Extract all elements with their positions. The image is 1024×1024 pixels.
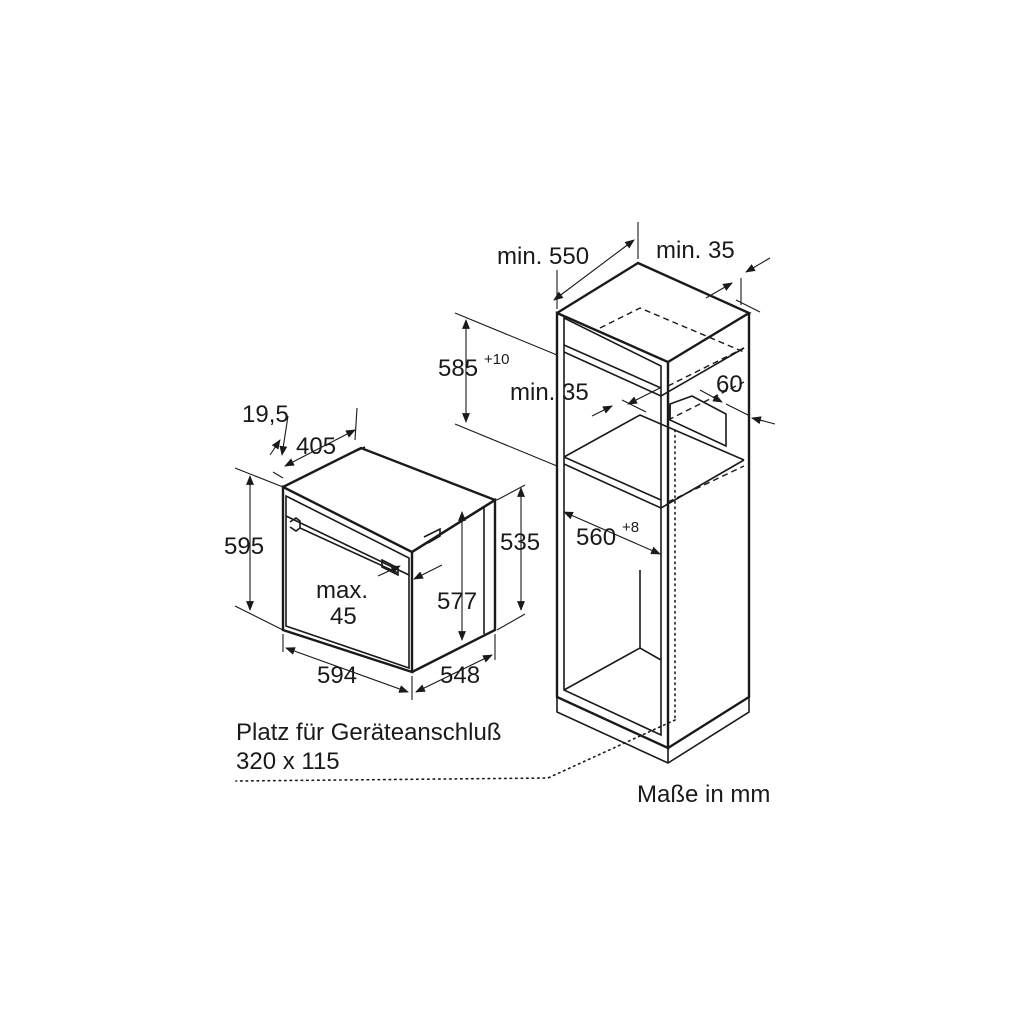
cabinet-shelf-middle (563, 459, 745, 509)
oven-body-side (411, 497, 497, 674)
oven-drawing (234, 407, 526, 700)
label-oven-max-value: 45 (330, 603, 357, 630)
label-units: Maße in mm (637, 781, 770, 808)
label-oven-max: max. (316, 577, 368, 604)
label-oven-height: 595 (224, 533, 264, 560)
cabinet-shelf-upper (563, 347, 745, 397)
label-connection-line2: 320 x 115 (236, 748, 340, 775)
label-niche-min-gap: min. 35 (656, 237, 735, 264)
label-niche-min-vent: min. 35 (510, 379, 589, 406)
label-niche-height-tol: +10 (484, 351, 509, 368)
label-oven-depth-front: 19,5 (242, 401, 289, 428)
label-niche-height: 585 (438, 355, 478, 382)
vent-slot (669, 395, 727, 448)
label-oven-depth: 548 (440, 662, 480, 689)
label-niche-width-tol: +8 (622, 519, 639, 536)
label-niche-min-depth: min. 550 (497, 243, 589, 270)
label-niche-width: 560 (576, 524, 616, 551)
cabinet-drawing (235, 222, 776, 782)
label-oven-depth-panel: 405 (296, 433, 336, 460)
oven-handle (289, 517, 399, 574)
labels: 19,5 405 595 max. 45 577 535 594 548 min… (224, 237, 770, 808)
cabinet-top (556, 261, 752, 364)
label-oven-inner-height: 577 (437, 588, 477, 615)
label-connection-line1: Platz für Geräteanschluß (236, 719, 501, 746)
label-oven-width: 594 (317, 662, 357, 689)
label-oven-body-height: 535 (500, 529, 540, 556)
oven-top (282, 446, 498, 554)
label-niche-vent: 60 (716, 371, 743, 398)
